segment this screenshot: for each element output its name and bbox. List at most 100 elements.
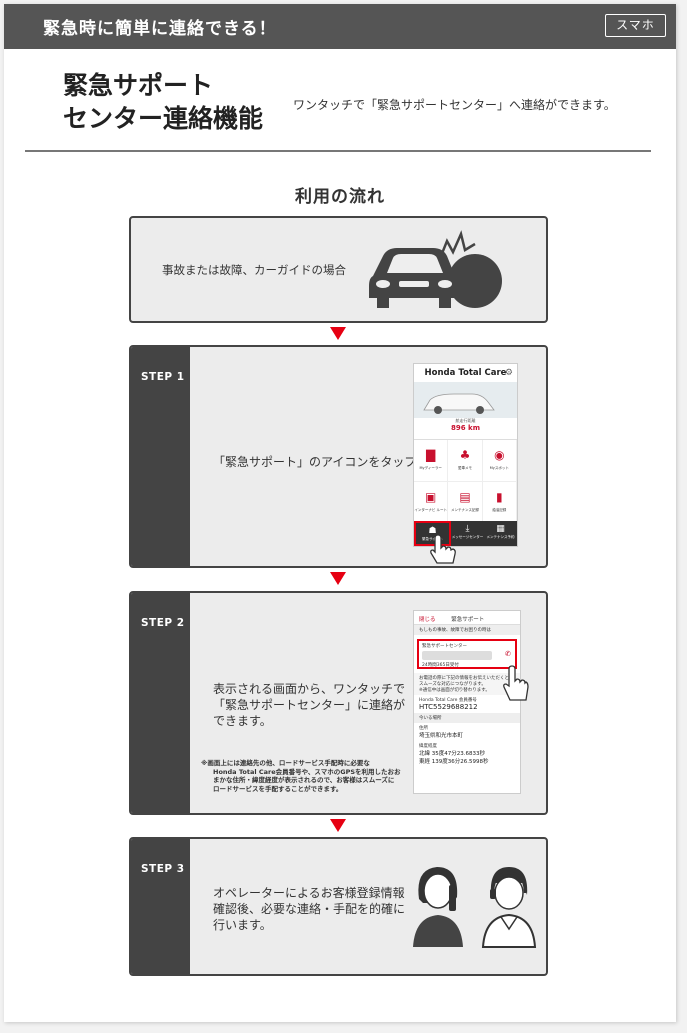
customer-body <box>413 915 463 947</box>
address-value: 埼玉県和光市本町 <box>419 733 464 739</box>
content-card: 緊急時に簡単に連絡できる！ スマホ 緊急サポート センター連絡機能 ワンタッチで… <box>4 4 676 1022</box>
step3-text-line1: オペレーターによるお客様登録情報 <box>213 886 405 900</box>
person-icon: ☗ <box>428 526 437 536</box>
step3-text-line3: 行います。 <box>213 918 272 932</box>
coords-block: 緯度経度 北緯 35度47分23.6833秒 東経 139度36分26.5998… <box>414 741 520 767</box>
banner-title: 緊急時に簡単に連絡できる！ <box>43 19 277 39</box>
car-grille <box>399 281 429 287</box>
customer-on-phone-icon <box>413 867 463 947</box>
app-screen-home: Honda Total Care ⚙ 航走行距離 896 km ▇ Myディーラー… <box>413 363 518 547</box>
fuel-icon: ▮ <box>496 490 503 504</box>
operator-headset <box>491 871 527 894</box>
car-windshield <box>387 254 443 273</box>
step2-text: 表示される画面から、ワンタッチで 「緊急サポートセンター」に連絡が できます。 <box>213 681 405 729</box>
message-center-label: メッセージセンター <box>451 535 484 539</box>
step2-text-line2: 「緊急サポートセンター」に連絡が <box>213 698 406 712</box>
customer-face <box>423 873 453 909</box>
member-number: HTC5529688212 <box>419 703 478 711</box>
phone-icon: ✆ <box>505 650 511 658</box>
operator-collar <box>500 916 518 931</box>
call-center-button[interactable]: 緊急サポートセンター 24時間365日受付 ✆ <box>417 639 517 669</box>
app-footer: ☗緊急サポート ⤓メッセージセンター ▦メンテナンス予約 <box>414 521 517 546</box>
message-center-button[interactable]: ⤓メッセージセンター <box>451 521 484 546</box>
address-block: 住所 埼玉県和光市本町 <box>414 723 520 741</box>
distance-value: 896 km <box>451 424 480 432</box>
car-banner-body <box>423 393 495 411</box>
app-menu-grid: ▇ Myディーラー ♣愛車メモ ◉ Myスポット ▣ インターナビ ルート ▤ メンテナ… <box>414 440 517 524</box>
step3-box: STEP 3 オペレーターによるお客様登録情報 確認後、必要な連絡・手配を的確に… <box>129 837 548 976</box>
step2-note: ※画面上には連絡先の他、ロードサービス手配時に必要な Honda Total C… <box>201 759 421 793</box>
member-block: Honda Total Care 会員番号 HTC5529688212 <box>414 695 520 713</box>
tap-hand-shape <box>430 534 456 564</box>
maintenance-icon: ▤ <box>459 490 471 504</box>
tap-hand-icon <box>503 665 529 701</box>
step2-box: STEP 2 表示される画面から、ワンタッチで 「緊急サポートセンター」に連絡が… <box>129 591 548 815</box>
menu-my-spot[interactable]: ◉ Myスポット <box>482 440 517 482</box>
car-banner <box>414 382 517 418</box>
operator-headset-icon <box>481 867 537 948</box>
step2-text-line3: できます。 <box>213 714 272 728</box>
step1-text: 「緊急サポート」のアイコンをタップ。 <box>213 455 429 469</box>
page-title-line1: 緊急サポート <box>63 71 214 100</box>
page-title-line2: センター連絡機能 <box>63 104 264 133</box>
instruction-line3: ※通信中は画面が切り替わります。 <box>419 688 490 693</box>
center-hours: 24時間365日受付 <box>422 663 459 668</box>
maintenance-reserve-button[interactable]: ▦メンテナンス予約 <box>484 521 517 546</box>
flow-arrow-3 <box>330 819 346 832</box>
step2-note-line3: まかな住所・緯度経度が表示されるので、お客様はスムーズに <box>213 776 395 784</box>
emergency-support-button[interactable]: ☗緊急サポート <box>414 521 451 546</box>
menu-route[interactable]: ▣ インターナビ ルート <box>414 482 449 524</box>
latitude: 北緯 35度47分23.6833秒 <box>419 751 485 757</box>
address-label: 住所 <box>419 726 428 731</box>
instruction-block: お電話の際に下記の情報をお伝えいただくと スムーズな対応につながります。 ※通信… <box>414 673 520 695</box>
emergency-support-label: 緊急サポート <box>422 537 443 541</box>
menu-my-spot-label: Myスポット <box>489 466 509 470</box>
step2-label: STEP 2 <box>141 617 185 629</box>
longitude: 東経 139度36分26.5998秒 <box>419 759 489 765</box>
case-text: 事故または故障、カーガイドの場合 <box>162 263 346 277</box>
operator-face <box>494 876 524 910</box>
tap-hand-icon <box>430 534 456 564</box>
close-button[interactable]: 閉じる <box>419 617 436 623</box>
trouble-header: もしもの事故、故障でお困りの時は <box>414 625 520 635</box>
device-tag: スマホ <box>605 14 666 37</box>
step3-text: オペレーターによるお客様登録情報 確認後、必要な連絡・手配を的確に 行います。 <box>213 885 405 933</box>
menu-fuel[interactable]: ▮ 給油記録 <box>482 482 517 524</box>
member-label: Honda Total Care 会員番号 <box>419 698 477 703</box>
distance-panel: 航走行距離 896 km <box>414 418 517 440</box>
car-banner-wheel-front <box>434 406 442 414</box>
car-banner-wheel-rear <box>476 406 484 414</box>
emergency-title: 緊急サポート <box>451 617 485 623</box>
car-headlight-left <box>376 280 390 288</box>
tap-hand-shape <box>503 665 529 701</box>
app-screen-emergency: 閉じる 緊急サポート もしもの事故、故障でお困りの時は 緊急サポートセンター 2… <box>413 610 521 794</box>
spot-icon: ◉ <box>494 448 505 462</box>
flow-arrow-2 <box>330 572 346 585</box>
menu-maintenance[interactable]: ▤ メンテナンス記録 <box>448 482 483 524</box>
step2-text-line1: 表示される画面から、ワンタッチで <box>213 682 406 696</box>
car-crash-icon <box>369 230 502 308</box>
app-title-text: Honda Total Care <box>424 368 507 378</box>
dealer-icon: ▇ <box>426 448 436 462</box>
menu-my-dealer[interactable]: ▇ Myディーラー <box>414 440 449 482</box>
customer-phone <box>449 885 456 911</box>
step2-note-line1: ※画面上には連絡先の他、ロードサービス手配時に必要な <box>201 759 370 767</box>
gear-icon[interactable]: ⚙ <box>504 368 513 378</box>
menu-car-memo[interactable]: ♣愛車メモ <box>448 440 483 482</box>
blurred-phone-number <box>422 651 492 660</box>
coords-label: 緯度経度 <box>419 744 437 749</box>
emergency-header: 閉じる 緊急サポート <box>414 611 520 625</box>
menu-maintenance-label: メンテナンス記録 <box>451 508 479 512</box>
menu-car-memo-label: 愛車メモ <box>457 466 472 470</box>
menu-fuel-label: 給油記録 <box>492 508 507 512</box>
distance-label: 航走行距離 <box>455 418 476 423</box>
car-headlight-right <box>438 280 452 288</box>
step2-note-line2: Honda Total Care会員番号や、スマホのGPSを利用したおお <box>213 767 401 776</box>
calendar-icon: ▦ <box>496 524 505 534</box>
operator-body <box>481 913 537 948</box>
download-icon: ⤓ <box>465 524 470 534</box>
menu-my-dealer-label: Myディーラー <box>419 466 442 470</box>
instruction-line1: お電話の際に下記の情報をお伝えいただくと <box>419 676 509 681</box>
menu-route-label: インターナビ ルート <box>414 508 447 512</box>
route-icon: ▣ <box>424 490 437 504</box>
